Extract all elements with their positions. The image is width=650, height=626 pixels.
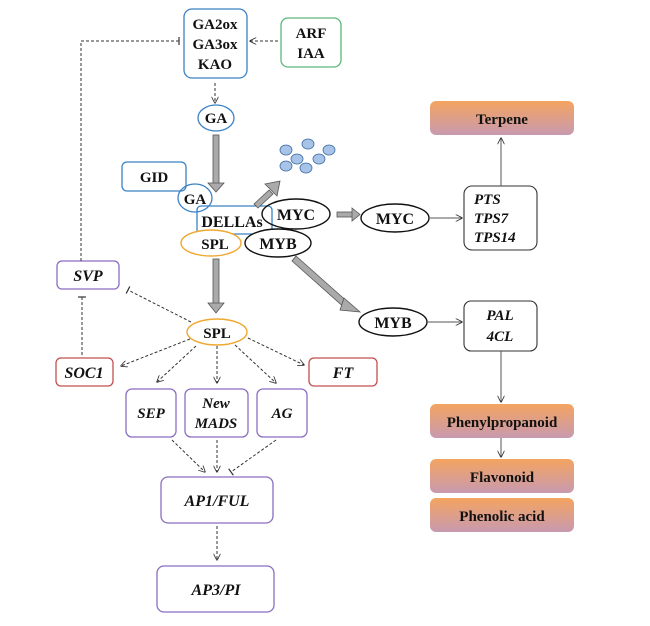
spl-to-sep-arrow	[157, 345, 197, 382]
degradation-thick-arrow	[253, 180, 281, 209]
dot	[290, 153, 304, 165]
spl-to-ag-arrow	[234, 344, 276, 383]
spl-to-ft-arrow	[247, 337, 304, 365]
gid-label: GID	[140, 170, 169, 186]
mads-label: MADS	[194, 416, 238, 432]
dot	[312, 153, 326, 165]
soc1-node: SOC1	[55, 357, 114, 387]
kao-label: KAO	[198, 57, 232, 73]
ap3-pi-label: AP3/PI	[191, 582, 242, 599]
iaa-label: IAA	[297, 46, 325, 62]
svp-label: SVP	[73, 268, 103, 285]
ga-top-label: GA	[205, 111, 228, 127]
ga3ox-label: GA3ox	[193, 37, 239, 53]
tps14-label: TPS14	[474, 230, 516, 246]
arf-label: ARF	[296, 26, 327, 42]
4cl-label: 4CL	[486, 329, 514, 345]
sep-to-ap1-arrow	[171, 439, 205, 472]
myc-free-node: MYC	[360, 203, 430, 233]
dellas-label: DELLAs	[201, 214, 262, 231]
dot	[301, 138, 315, 150]
terpene-genes-node: PTS TPS7 TPS14	[463, 185, 538, 251]
arf-iaa-node: ARF IAA	[280, 17, 342, 68]
spl-release-thick-arrow	[207, 258, 225, 314]
tps7-label: TPS7	[474, 211, 509, 227]
sep-node: SEP	[125, 388, 177, 438]
spl-free-label: SPL	[203, 326, 231, 342]
spl-bound-node: SPL	[180, 229, 242, 257]
spl-free-node: SPL	[186, 318, 248, 346]
terpene-label: Terpene	[476, 112, 528, 128]
ga-bound-node: GA	[177, 183, 213, 213]
myb-release-thick-arrow	[291, 255, 362, 313]
phenylpropanoid-label: Phenylpropanoid	[447, 415, 558, 431]
dot	[322, 144, 336, 156]
dot	[279, 160, 293, 172]
soc1-label: SOC1	[64, 365, 103, 382]
new-mads-node: New MADS	[184, 388, 249, 438]
new-label: New	[201, 396, 230, 412]
spl-bound-label: SPL	[201, 237, 229, 253]
phenyl-genes-node: PAL 4CL	[463, 300, 538, 352]
gid-node: GID	[121, 161, 187, 192]
phenolic-acid-product: Phenolic acid	[430, 498, 574, 532]
degraded-protein-dots	[279, 138, 336, 174]
phenylpropanoid-product: Phenylpropanoid	[430, 404, 574, 438]
ga-to-complex-thick-arrow	[207, 134, 225, 193]
ga-top-node: GA	[197, 104, 235, 132]
ft-label: FT	[332, 365, 355, 382]
ap1-ful-label: AP1/FUL	[184, 493, 250, 510]
pal-label: PAL	[486, 308, 513, 324]
spl-to-soc1-arrow	[121, 338, 191, 366]
terpene-product: Terpene	[430, 101, 574, 135]
myb-bound-node: MYB	[244, 228, 312, 258]
spl-inhibits-svp-line	[125, 286, 192, 323]
myc-release-thick-arrow	[336, 207, 361, 222]
sep-label: SEP	[137, 406, 165, 422]
ag-node: AG	[256, 388, 308, 438]
dot	[279, 144, 293, 156]
myb-bound-label: MYB	[259, 236, 297, 253]
ap1-ful-node: AP1/FUL	[160, 476, 274, 524]
ag-inhibits-ap1-line	[228, 439, 277, 476]
myc-free-label: MYC	[376, 211, 414, 228]
svp-inhibits-enzymes-line	[80, 37, 180, 261]
myc-bound-node: MYC	[261, 198, 331, 230]
ga-enzymes-node: GA2ox GA3ox KAO	[183, 8, 248, 79]
flavonoid-product: Flavonoid	[430, 459, 574, 493]
ga-bound-label: GA	[184, 192, 207, 208]
svp-node: SVP	[56, 260, 120, 290]
dellas-node: DELLAs	[196, 205, 273, 235]
ap3-pi-node: AP3/PI	[156, 565, 275, 613]
ft-node: FT	[308, 357, 378, 387]
ag-label: AG	[271, 406, 293, 422]
myb-free-label: MYB	[374, 315, 412, 332]
pts-label: PTS	[474, 192, 501, 208]
dot	[299, 162, 313, 174]
phenolic-acid-label: Phenolic acid	[459, 509, 545, 525]
myb-free-node: MYB	[358, 307, 428, 337]
ga2ox-label: GA2ox	[193, 17, 239, 33]
myc-bound-label: MYC	[277, 207, 315, 224]
flavonoid-label: Flavonoid	[470, 470, 535, 486]
